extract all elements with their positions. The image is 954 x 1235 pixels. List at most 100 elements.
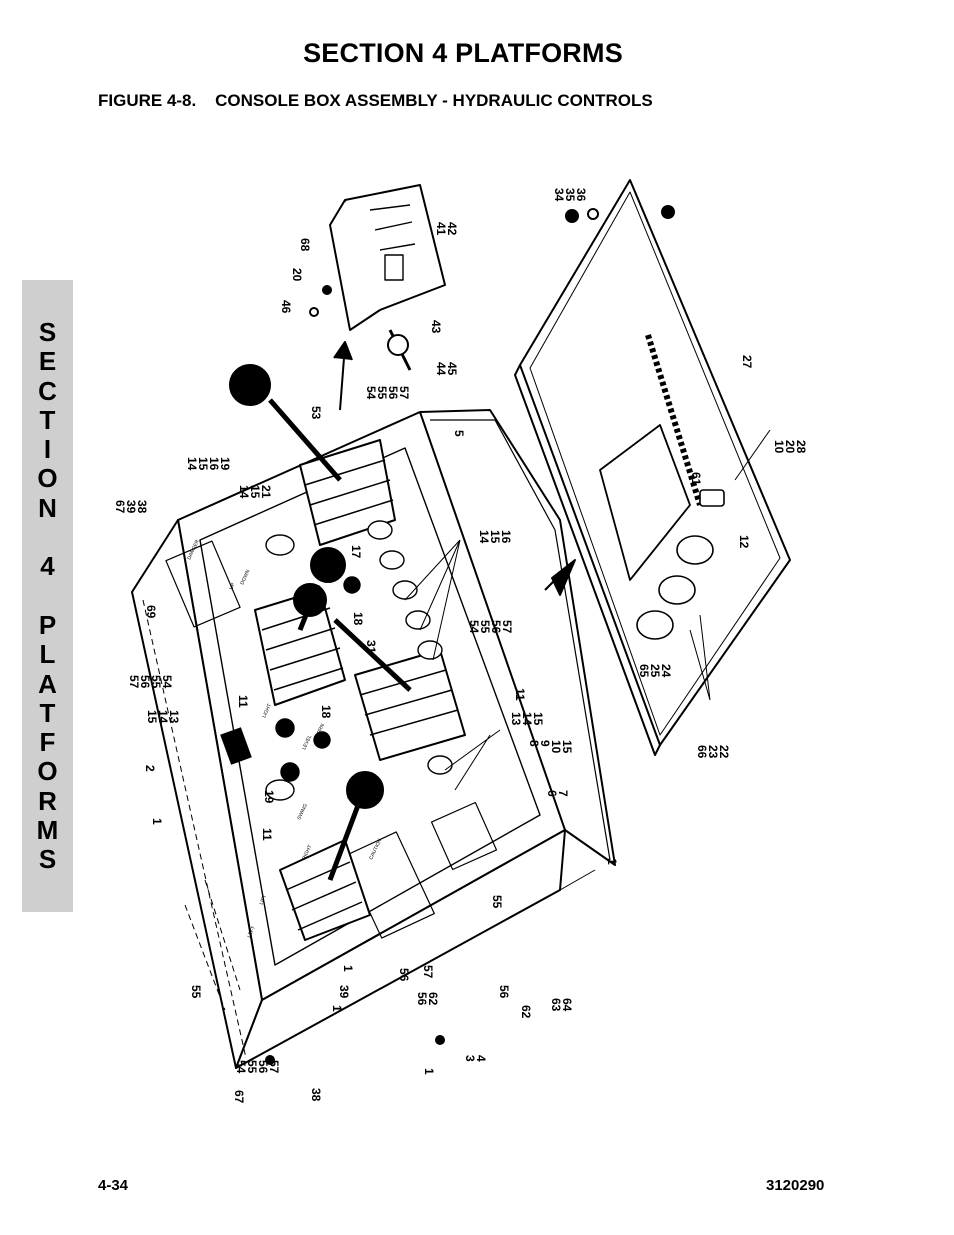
panel-label: LIFT bbox=[258, 894, 268, 906]
callout-number: 15 bbox=[248, 485, 262, 499]
callout-number: 31 bbox=[364, 640, 378, 654]
joystick-telescope bbox=[333, 618, 466, 761]
callout-number: 61 bbox=[689, 472, 703, 486]
callout-number: 6 bbox=[545, 790, 559, 797]
panel-label: LIGHT bbox=[261, 703, 273, 719]
callout-number: 35 bbox=[563, 188, 577, 202]
callout-number: 10 bbox=[772, 440, 786, 454]
side-tab-letter: S bbox=[38, 317, 57, 347]
callout-number: 54 bbox=[364, 386, 378, 400]
side-tab-letter: F bbox=[39, 727, 56, 758]
callout-number: 28 bbox=[794, 440, 808, 454]
callout-number: 19 bbox=[218, 457, 232, 471]
callout-number: 68 bbox=[298, 238, 312, 252]
callout-number: 24 bbox=[659, 664, 673, 678]
callout-number: 56 bbox=[256, 1060, 270, 1074]
figure-title: FIGURE 4-8. CONSOLE BOX ASSEMBLY - HYDRA… bbox=[98, 91, 653, 110]
side-tab-letter: N bbox=[38, 492, 57, 523]
callout-number: 57 bbox=[421, 965, 435, 979]
callout-number: 27 bbox=[740, 355, 754, 369]
callout-number: 55 bbox=[245, 1060, 259, 1074]
callout-number: 57 bbox=[267, 1060, 281, 1074]
callout-number: 67 bbox=[232, 1090, 246, 1104]
callout-number: 11 bbox=[513, 688, 527, 701]
callout-number: 7 bbox=[556, 790, 570, 797]
callout-number: 16 bbox=[207, 457, 221, 471]
callout-number: 13 bbox=[167, 710, 181, 724]
callout-number: 62 bbox=[426, 992, 440, 1006]
callout-number: 15 bbox=[531, 712, 545, 726]
callout-number: 17 bbox=[349, 545, 363, 559]
callout-number: 1 bbox=[330, 1005, 344, 1012]
callout-number: 45 bbox=[445, 362, 459, 376]
level-decal bbox=[430, 801, 498, 871]
panel-label: UP bbox=[228, 581, 237, 590]
panel-label: LEFT bbox=[246, 925, 257, 939]
callout-number: 55 bbox=[375, 386, 389, 400]
callout-number: 69 bbox=[144, 605, 158, 619]
callout-number: 14 bbox=[520, 712, 534, 726]
callout-number: 11 bbox=[260, 828, 274, 841]
side-tab-letter: E bbox=[38, 346, 57, 377]
callout-number: 2 bbox=[143, 765, 157, 772]
side-tab-letter: O bbox=[37, 756, 58, 787]
joystick-lift bbox=[254, 583, 346, 706]
joystick-rotate bbox=[229, 364, 396, 583]
callout-number: 23 bbox=[706, 745, 720, 759]
callout-number: 56 bbox=[415, 992, 429, 1006]
callout-labels: 3435364142434445462068535455565752710202… bbox=[113, 188, 808, 1104]
callout-number: 62 bbox=[519, 1005, 533, 1019]
footer-doc-number: 3120290 bbox=[766, 1177, 825, 1194]
callout-number: 1 bbox=[605, 858, 619, 865]
callout-number: 14 bbox=[185, 457, 199, 471]
callout-number: 5 bbox=[452, 430, 466, 437]
callout-number: 39 bbox=[124, 500, 138, 514]
callout-number: 64 bbox=[560, 998, 574, 1012]
callout-number: 38 bbox=[135, 500, 149, 514]
callout-number: 15 bbox=[196, 457, 210, 471]
side-tab-letter: C bbox=[38, 375, 57, 406]
callout-number: 1 bbox=[422, 1068, 436, 1075]
callout-number: 57 bbox=[500, 620, 514, 634]
joystick-swing bbox=[279, 771, 384, 941]
bottom-cover-plate bbox=[514, 179, 791, 756]
callout-number: 63 bbox=[549, 998, 563, 1012]
side-tab-letter: O bbox=[37, 463, 58, 494]
callout-number: 56 bbox=[386, 386, 400, 400]
side-tab-letter: R bbox=[38, 785, 57, 816]
callout-number: 57 bbox=[127, 675, 141, 689]
callout-number: 12 bbox=[737, 535, 751, 549]
side-tab-letter: S bbox=[38, 844, 57, 875]
callout-number: 10 bbox=[549, 740, 563, 754]
callout-number: 38 bbox=[309, 1088, 323, 1102]
callout-number: 55 bbox=[490, 895, 504, 909]
callout-number: 56 bbox=[397, 968, 411, 982]
callout-number: 57 bbox=[397, 386, 411, 400]
callout-number: 42 bbox=[445, 222, 459, 236]
toggle-switch-row bbox=[265, 520, 453, 801]
callout-number: 36 bbox=[574, 188, 588, 202]
callout-number: 18 bbox=[351, 612, 365, 626]
callout-number: 16 bbox=[499, 530, 513, 544]
callout-number: 14 bbox=[477, 530, 491, 544]
callout-number: 20 bbox=[783, 440, 797, 454]
side-tab-letter: P bbox=[38, 609, 57, 640]
side-tab-letter: M bbox=[36, 815, 59, 846]
callout-number: 15 bbox=[560, 740, 574, 754]
side-tab-letter: A bbox=[38, 668, 57, 699]
callout-number: 43 bbox=[429, 320, 443, 334]
side-tab-letter: 4 bbox=[40, 551, 55, 582]
callout-number: 54 bbox=[160, 675, 174, 689]
side-tab-letter: T bbox=[39, 404, 56, 435]
callout-number: 3 bbox=[463, 1055, 477, 1062]
side-tab-letter: T bbox=[39, 697, 56, 728]
callout-number: 34 bbox=[552, 188, 566, 202]
callout-number: 11 bbox=[236, 695, 250, 708]
callout-number: 15 bbox=[488, 530, 502, 544]
side-tab-letter: I bbox=[43, 434, 52, 465]
callout-number: 21 bbox=[259, 485, 273, 499]
callout-number: 55 bbox=[189, 985, 203, 999]
